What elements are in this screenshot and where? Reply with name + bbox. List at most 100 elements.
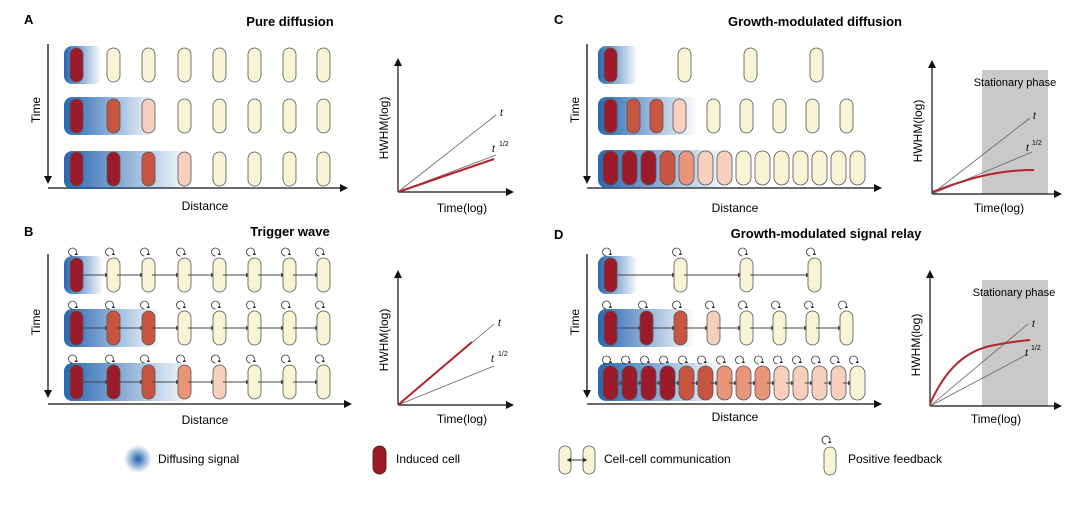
panel-b-loop-r1-2 xyxy=(140,300,149,310)
panel-b-t-label: t xyxy=(498,318,502,329)
panel-b-loop-r2-3-head xyxy=(182,359,186,362)
panel-a-sqrt-exp: 1/2 xyxy=(499,141,509,148)
panel-c-cell-r1-1 xyxy=(626,98,641,134)
panel-d-stationary-shading xyxy=(982,280,1048,406)
panel-d-hwhm-label: HWHM(log) xyxy=(909,314,923,377)
panel-d-loop-r1-3 xyxy=(705,300,714,310)
panel-b-schematic-axes xyxy=(44,254,352,408)
panel-d-loop-r2-2-head xyxy=(646,360,650,363)
panel-b-loop-r0-7-head xyxy=(321,252,325,255)
panel-d-loop-r0-1 xyxy=(672,247,681,257)
panel-d-loop-r2-8-head xyxy=(760,360,764,363)
panel-a-cell-r1-1 xyxy=(106,98,121,134)
panel-c-cell-r1-7 xyxy=(805,98,820,134)
panel-a-timelog-label: Time(log) xyxy=(437,201,487,215)
panel-b-time-label: Time xyxy=(29,309,43,336)
panel-a-distance-label: Distance xyxy=(182,199,229,213)
panel-b-loop-r2-4 xyxy=(211,354,220,364)
panel-d-loop-r1-2-head xyxy=(678,305,682,308)
legend-induced-cell-label: Induced cell xyxy=(396,452,460,466)
panel-a-cell-r0-2 xyxy=(141,47,156,83)
panel-d-loop-r1-7 xyxy=(838,300,847,310)
panel-c-cell-r2-1 xyxy=(621,150,638,186)
panel-c-cell-r0-0 xyxy=(603,47,618,83)
legend-positive-feedback-icon xyxy=(821,435,837,476)
panel-b-loop-r1-4-head xyxy=(217,305,221,308)
panel-d-loop-r2-6-head xyxy=(722,360,726,363)
panel-c-sqrt-exp: 1/2 xyxy=(1032,140,1042,147)
panel-c-distance-label: Distance xyxy=(712,201,759,215)
panel-a-time-label: Time xyxy=(29,97,43,124)
panel-d-cell-r2-13 xyxy=(849,365,866,401)
panel-d-time-label: Time xyxy=(568,309,582,336)
panel-d-t-label: t xyxy=(1032,319,1036,330)
cells-layer xyxy=(68,47,866,401)
panel-b-loop-r2-0-head xyxy=(74,359,78,362)
panel-d-loop-r1-3-head xyxy=(711,305,715,308)
panel-c-cell-r1-2 xyxy=(649,98,664,134)
panel-b-timelog-label: Time(log) xyxy=(437,412,487,426)
panel-b-loop-r2-1-head xyxy=(111,359,115,362)
panel-d-loop-r1-0 xyxy=(602,300,611,310)
panel-b-loop-r1-7 xyxy=(315,300,324,310)
panel-d-schematic-axes xyxy=(583,254,882,408)
panel-c-cell-r1-6 xyxy=(772,98,787,134)
panel-d-loop-r2-0-head xyxy=(608,360,612,363)
panel-c-cell-r1-3 xyxy=(672,98,687,134)
panel-b-loop-r0-0 xyxy=(68,247,77,257)
panel-a-cell-r0-6 xyxy=(282,47,297,83)
panel-b-loop-r0-6-head xyxy=(287,252,291,255)
panel-a-cell-r2-4 xyxy=(212,151,227,187)
panel-b-loop-r1-3 xyxy=(176,300,185,310)
panel-b-loop-r0-3 xyxy=(176,247,185,257)
panel-a-data-curve xyxy=(397,158,495,193)
panel-b-loop-r2-1 xyxy=(105,354,114,364)
panel-d-loop-r1-6-head xyxy=(810,305,814,308)
panel-c-cell-r1-4 xyxy=(706,98,721,134)
panel-d-loop-r2-9-head xyxy=(779,360,783,363)
panel-b-loop-r1-6-head xyxy=(287,305,291,308)
panel-a-cell-r2-5 xyxy=(247,151,262,187)
panel-d-loop-r2-5-head xyxy=(703,360,707,363)
panel-c-hwhm-label: HWHM(log) xyxy=(911,100,925,163)
panel-b-loop-r2-3 xyxy=(176,354,185,364)
panel-d-loop-r1-5 xyxy=(771,300,780,310)
panel-b-loop-r2-6 xyxy=(281,354,290,364)
panel-b-cell-r0-7 xyxy=(316,257,331,293)
panel-d-loop-r2-4-head xyxy=(684,360,688,363)
panel-d-loop-r2-1-head xyxy=(627,360,631,363)
panel-a-cell-r1-6 xyxy=(282,98,297,134)
panel-d-loop-r1-7-head xyxy=(844,305,848,308)
panel-a-cell-r1-3 xyxy=(177,98,192,134)
panel-a-cell-r2-7 xyxy=(316,151,331,187)
panel-a-cell-r2-6 xyxy=(282,151,297,187)
panel-a-letter: A xyxy=(24,12,34,27)
panel-d-loop-r2-13-head xyxy=(855,360,859,363)
panel-b-loop-r0-7 xyxy=(315,247,324,257)
panel-d-loop-r1-0-head xyxy=(608,305,612,308)
panel-c-cell-r2-6 xyxy=(716,150,733,186)
legend-diffusing-signal-icon xyxy=(124,445,152,473)
panel-c-time-label: Time xyxy=(568,97,582,124)
panel-a-cell-r2-0 xyxy=(69,151,84,187)
panel-d-title: Growth-modulated signal relay xyxy=(731,226,922,241)
panel-c-cell-r1-0 xyxy=(603,98,618,134)
panel-b-loop-r2-5 xyxy=(246,354,255,364)
panel-d-loop-r1-1-head xyxy=(644,305,648,308)
panel-a-cell-r0-3 xyxy=(177,47,192,83)
panel-a-hwhm-label: HWHM(log) xyxy=(377,97,391,160)
panel-d-loop-r0-0 xyxy=(602,247,611,257)
panel-c-sqrt-t-label: t xyxy=(1026,143,1030,154)
panel-c-title: Growth-modulated diffusion xyxy=(728,14,902,29)
legend-positive-feedback-label: Positive feedback xyxy=(848,452,943,466)
panel-c-cell-r0-3 xyxy=(809,47,824,83)
panel-b-data-curve xyxy=(397,341,473,406)
panel-b-loop-r0-5 xyxy=(246,247,255,257)
panel-a-title: Pure diffusion xyxy=(246,14,333,29)
panel-b-loop-r2-7 xyxy=(315,354,324,364)
panel-d-loop-r2-6 xyxy=(716,355,725,365)
panel-d-letter: D xyxy=(554,227,563,242)
panel-d-chart: Stationary phase t t 1/2 HWHM(log) Time(… xyxy=(909,270,1062,426)
panel-a-cell-r1-0 xyxy=(69,98,84,134)
